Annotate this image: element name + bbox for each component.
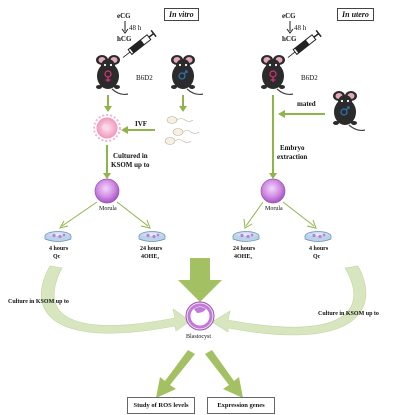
center-down-arrow — [178, 258, 222, 302]
output-arrow-right — [205, 350, 243, 398]
in-vitro-title: In vitro — [164, 8, 199, 21]
mouse-female-icon-in-utero — [260, 54, 294, 96]
syringe-icon-in-vitro — [122, 29, 157, 58]
cultured-line-1: Cultured in — [113, 152, 148, 160]
in-utero-left-agent: 4OHE₂ — [234, 254, 253, 260]
in-utero-strain: B6D2 — [301, 74, 318, 82]
in-vitro-left-agent: Qc — [53, 254, 61, 260]
sperm-icon — [164, 116, 200, 145]
in-utero-morula-label: Morula — [265, 206, 283, 212]
petri-dish-icon-in-vitro-right — [138, 231, 166, 242]
in-utero-right-agent: Qc — [313, 254, 321, 260]
male-symbol-in-utero — [340, 106, 350, 116]
ivf-label: IVF — [135, 120, 148, 128]
extraction-line-1: Embryo — [280, 144, 305, 152]
in-vitro-hormone-ecg: eCG — [117, 12, 131, 20]
output-arrow-left — [156, 350, 195, 398]
in-utero-left-time: 24 hours — [233, 246, 256, 252]
in-vitro-hormone-hcg: hCG — [117, 35, 132, 43]
in-utero-hormone-hcg: hCG — [282, 35, 297, 43]
syringe-icon-in-utero — [287, 29, 322, 58]
in-vitro-right-time: 24 hours — [140, 246, 163, 252]
culture-right-label: Culture in KSOM up to — [318, 311, 379, 317]
culture-left-label: Culture in KSOM up to — [8, 299, 69, 305]
ros-levels-box: Study of ROS levels — [127, 397, 195, 414]
in-vitro-right-agent: 4OHE₂ — [141, 254, 160, 260]
blastocyst-label: Blastocyst — [186, 334, 211, 340]
in-utero-interval: 48 h — [294, 24, 307, 32]
female-symbol-in-utero — [269, 70, 277, 82]
mouse-male-icon-in-vitro — [170, 54, 204, 96]
mouse-female-icon-in-vitro — [95, 54, 129, 96]
cultured-line-2: KSOM up to — [111, 161, 150, 169]
female-symbol-in-vitro — [104, 70, 112, 82]
in-utero-hormone-ecg: eCG — [282, 12, 296, 20]
male-symbol-in-vitro — [178, 70, 188, 80]
petri-dish-icon-in-utero-left — [232, 231, 260, 242]
in-vitro-left-time: 4 hours — [49, 246, 69, 252]
petri-dish-icon-in-vitro-left — [44, 231, 72, 242]
morula-in-vitro — [94, 178, 120, 204]
in-vitro-interval: 48 h — [129, 24, 142, 32]
blastocyst-icon — [185, 301, 215, 331]
culture-arrow-left — [41, 265, 191, 334]
in-utero-title: In utero — [337, 8, 374, 21]
extraction-line-2: extraction — [277, 153, 308, 161]
mouse-male-icon-in-utero — [332, 90, 366, 132]
in-utero-right-time: 4 hours — [309, 246, 329, 252]
petri-dish-icon-in-utero-right — [304, 231, 332, 242]
in-vitro-strain: B6D2 — [136, 74, 153, 82]
in-vitro-morula-label: Morula — [99, 206, 117, 212]
expression-genes-box: Expression genes — [207, 397, 275, 414]
oocyte-icon — [93, 114, 121, 142]
mated-label: mated — [297, 100, 316, 108]
morula-in-utero — [260, 178, 286, 204]
culture-arrow-right — [211, 265, 367, 336]
